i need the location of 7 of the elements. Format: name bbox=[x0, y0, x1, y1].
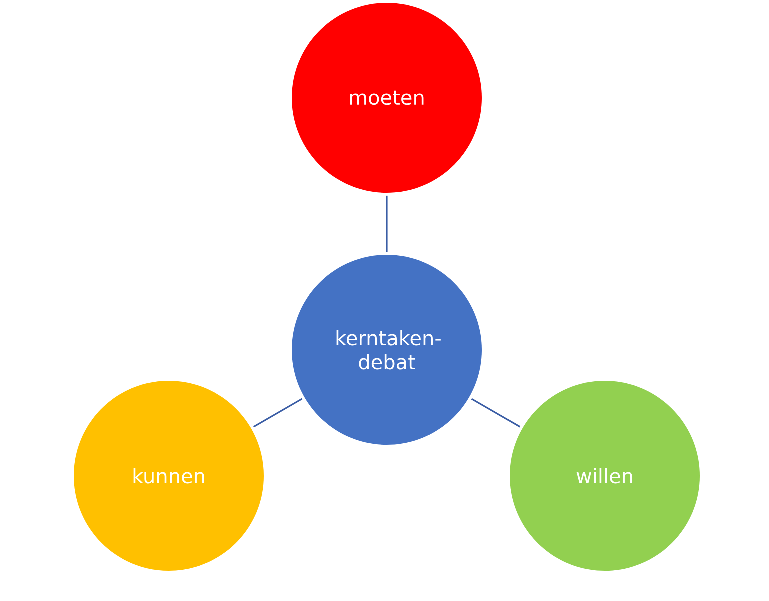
circle-node: kunnen bbox=[74, 381, 264, 571]
circle-node: kerntaken-debat bbox=[292, 255, 482, 445]
circle-node: moeten bbox=[292, 3, 482, 193]
connector-line bbox=[253, 398, 303, 428]
circle-node: willen bbox=[510, 381, 700, 571]
connector-line bbox=[386, 196, 388, 252]
connector-line bbox=[471, 398, 521, 428]
